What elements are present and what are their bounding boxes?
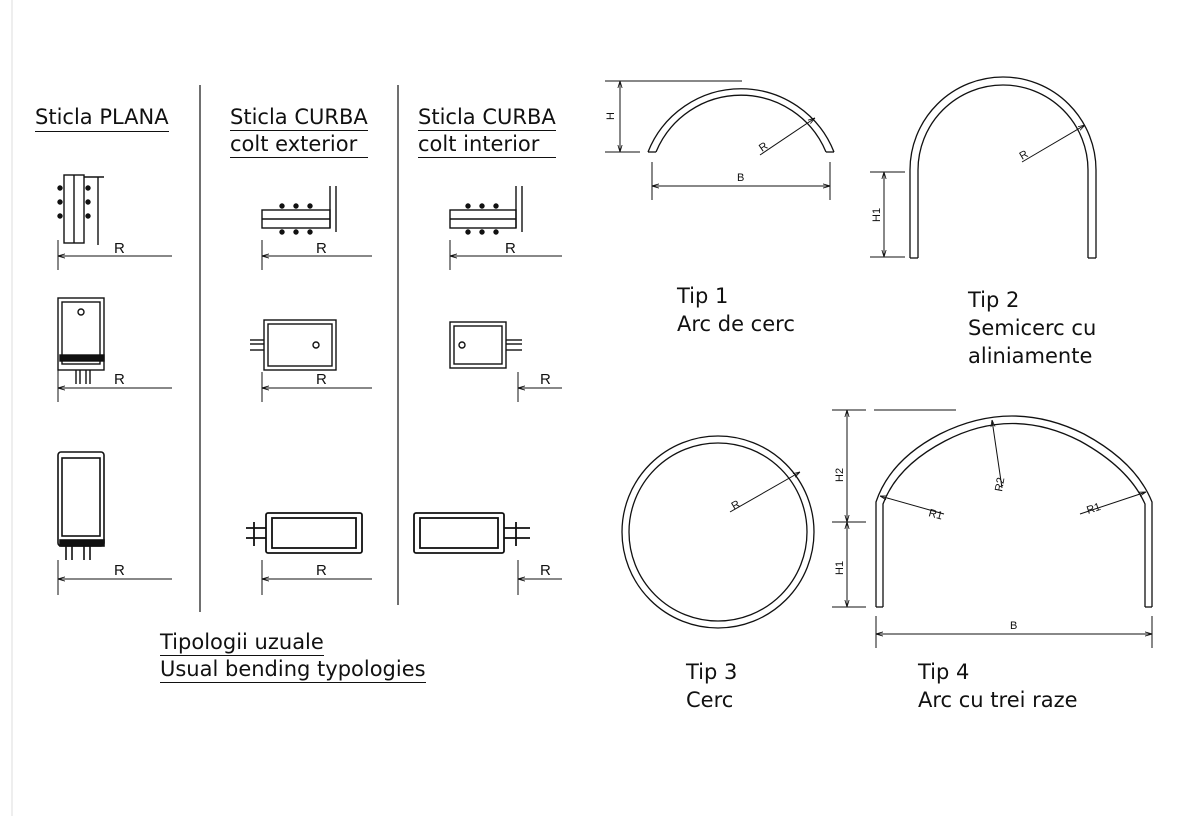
profile-int-3 — [413, 512, 530, 554]
type3-caption: Tip 3 Cerc — [686, 658, 737, 714]
type1-desc: Arc de cerc — [677, 312, 795, 336]
tip4-h1-label: H1 — [834, 561, 846, 575]
profile-ext-3 — [246, 512, 363, 554]
profile-ext-1 — [261, 186, 337, 235]
typologies-caption: Tipologii uzuale Usual bending typologie… — [160, 629, 426, 683]
type1-caption: Tip 1 Arc de cerc — [677, 282, 795, 338]
tip3-r-label: R — [730, 498, 743, 512]
type3-desc: Cerc — [686, 688, 734, 712]
tip4-b-label: B — [1010, 620, 1017, 632]
dimension-line-ext-1 — [261, 240, 372, 270]
r-label-int-1: R — [505, 240, 516, 257]
heading-text: Sticla PLANA — [35, 105, 169, 129]
tip2-r-label: R — [1018, 148, 1031, 162]
type3-name: Tip 3 — [686, 660, 738, 684]
type2-desc2: aliniamente — [968, 344, 1093, 368]
profile-int-1 — [449, 186, 523, 235]
r-label-int-3: R — [540, 562, 551, 579]
tip2-h1-label: H1 — [871, 208, 883, 222]
type4-caption: Tip 4 Arc cu trei raze — [918, 658, 1078, 714]
caption-line1: Tipologii uzuale — [160, 630, 324, 656]
tip2-arch — [909, 76, 1097, 259]
r-label-plana-3: R — [114, 562, 125, 579]
type2-caption: Tip 2 Semicerc cu aliniamente — [968, 286, 1096, 370]
profile-plana-1 — [57, 174, 104, 245]
caption-line2: Usual bending typologies — [160, 657, 426, 683]
heading-sticla-plana: Sticla PLANA — [35, 104, 169, 132]
heading-curba-interior: Sticla CURBA colt interior — [418, 104, 556, 158]
dimension-line-plana-1 — [57, 240, 172, 270]
type2-desc: Semicerc cu — [968, 316, 1097, 340]
profile-plana-2 — [57, 297, 105, 384]
dimension-line-ext-3 — [261, 560, 372, 595]
dimension-line-int-3 — [517, 560, 562, 595]
r-label-ext-1: R — [316, 240, 327, 257]
tip4-r2-label: R2 — [993, 477, 1007, 493]
heading-line2: colt exterior — [230, 131, 368, 158]
tip4-r1-left-label: R1 — [927, 507, 944, 522]
profile-int-2 — [449, 321, 522, 369]
tip1-b-label: B — [737, 172, 744, 184]
profile-ext-2 — [250, 319, 337, 371]
tip1-arc — [647, 88, 835, 153]
heading-line2: colt interior — [418, 131, 556, 158]
type1-name: Tip 1 — [677, 284, 729, 308]
dimension-line-ext-2 — [261, 372, 372, 402]
heading-curba-exterior: Sticla CURBA colt exterior — [230, 104, 368, 158]
r-label-ext-3: R — [316, 562, 327, 579]
tip1-r-label: R — [757, 140, 770, 154]
r-label-ext-2: R — [316, 371, 327, 388]
tip2-dimensions — [870, 125, 1085, 258]
tip4-arch — [875, 415, 1153, 608]
r-label-plana-1: R — [114, 240, 125, 257]
tip3-circle — [621, 435, 815, 629]
dimension-line-plana-3 — [57, 560, 172, 595]
tip3-dimensions — [729, 472, 800, 513]
r-label-int-2: R — [540, 371, 551, 388]
type4-name: Tip 4 — [918, 660, 970, 684]
profile-plana-3 — [57, 451, 105, 560]
dimension-line-plana-2 — [57, 370, 172, 402]
type2-name: Tip 2 — [968, 288, 1020, 312]
dimension-line-int-1 — [449, 240, 562, 270]
tip4-h2-label: H2 — [834, 468, 846, 482]
tip1-h-label: H — [605, 112, 617, 120]
tip4-dimensions — [832, 409, 1153, 648]
type4-desc: Arc cu trei raze — [918, 688, 1078, 712]
tip4-r1-right-label: R1 — [1085, 501, 1102, 517]
r-label-plana-2: R — [114, 371, 125, 388]
tip1-dimensions — [605, 80, 831, 200]
heading-line1: Sticla CURBA — [418, 105, 556, 131]
heading-line1: Sticla CURBA — [230, 105, 368, 131]
dimension-line-int-2 — [517, 372, 562, 402]
